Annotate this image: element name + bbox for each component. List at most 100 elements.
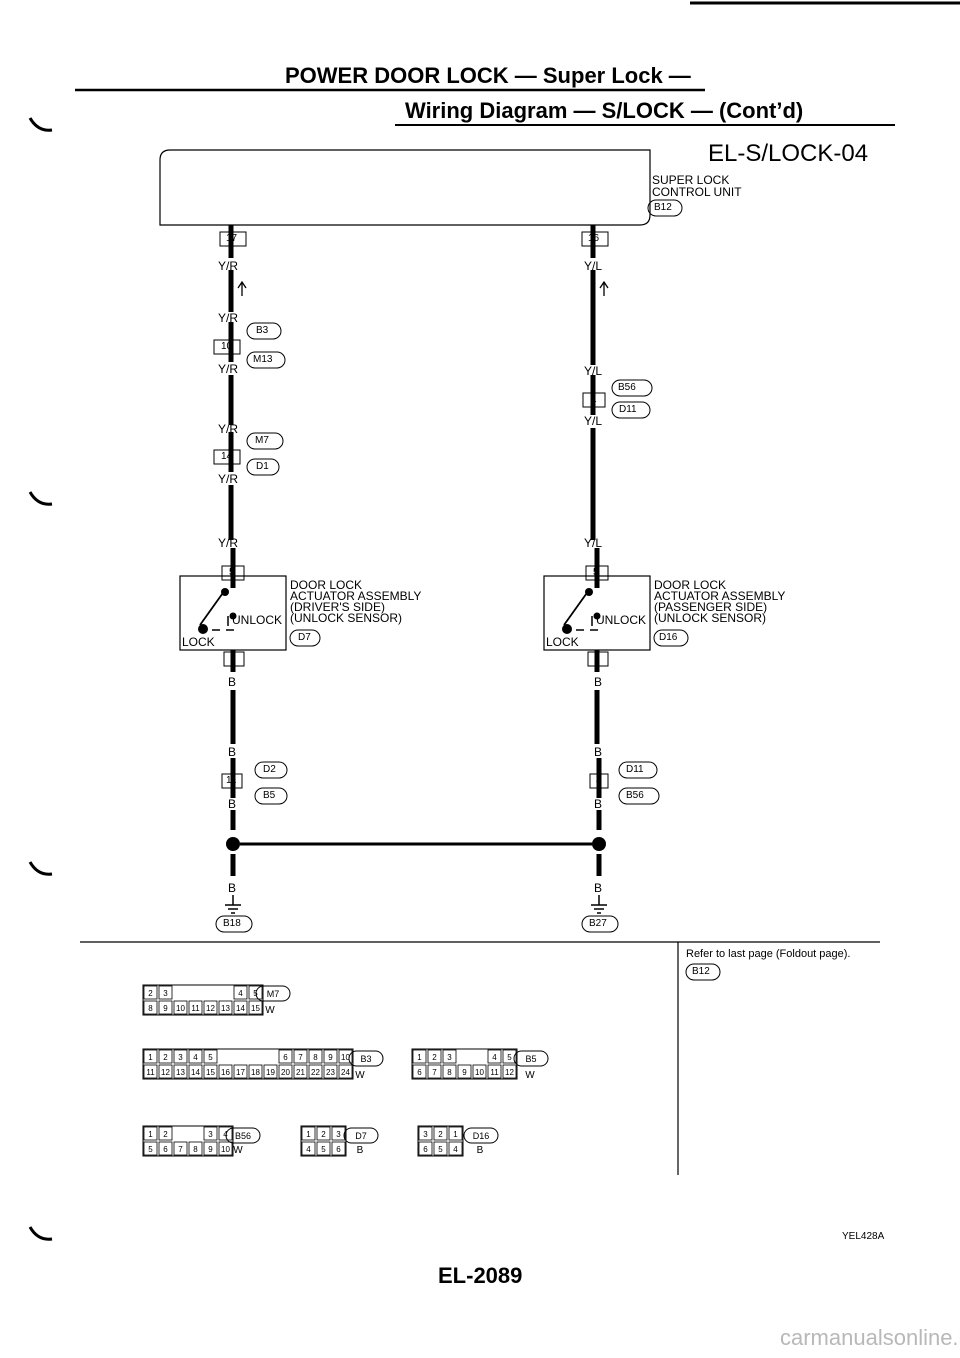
connector-b3-cell: [173, 1064, 188, 1079]
connector-b3-cell: [158, 1049, 173, 1064]
connector-b5-cell: [487, 1064, 502, 1079]
connector-b3-pin: 20: [281, 1068, 290, 1077]
connector-d7-pin: 5: [321, 1145, 326, 1154]
left-circuit-dots: [198, 588, 240, 851]
connector-b3-cell: [263, 1064, 278, 1079]
connector-d7-pin: 6: [336, 1145, 341, 1154]
connector-m7-face: [142, 984, 264, 1016]
left-conn3-wire-up: B: [228, 745, 237, 759]
connector-d7-pin: 2: [321, 1130, 326, 1139]
right-actuator-label-1: DOOR LOCK: [654, 578, 727, 592]
left-actuator-label-3: (DRIVER'S SIDE): [290, 600, 385, 614]
connector-b56-cell: [158, 1126, 173, 1141]
connector-b3-pin: 16: [221, 1068, 230, 1077]
connector-b3-cell: [323, 1049, 338, 1064]
connector-d16-pin: 3: [423, 1130, 428, 1139]
connector-d16-cell: [418, 1126, 433, 1141]
connector-d16-cell: [448, 1126, 463, 1141]
connector-b5-pin: 3: [447, 1053, 452, 1062]
connector-d16-pin: 5: [438, 1145, 443, 1154]
connector-m7-pin: 14: [236, 1004, 245, 1013]
connector-b56-id-oval: [225, 1127, 261, 1144]
page-subtitle: Wiring Diagram — S/LOCK — (Cont’d): [405, 98, 804, 123]
left-wire-pre-actuator: Y/R: [218, 536, 239, 550]
connector-m7-pin: 15: [251, 1004, 260, 1013]
connector-m7-cell: [233, 1000, 248, 1015]
left-conn2-wire-up: Y/R: [218, 422, 239, 436]
right-conn3-pin: 4: [596, 775, 602, 786]
left-conn3-wire-down: B: [228, 797, 237, 811]
connector-m7-id-oval: [255, 985, 291, 1002]
connector-b3-pin: 19: [266, 1068, 275, 1077]
connector-m7-cell: [248, 985, 263, 1000]
left-actuator-pin-top: 5: [229, 567, 235, 578]
connector-m7-pin: 3: [163, 989, 168, 998]
connector-b3-cell: [188, 1064, 203, 1079]
connector-b3-cell: [158, 1064, 173, 1079]
control-unit-box: [159, 149, 651, 226]
left-top-pin: 17: [226, 233, 238, 244]
connector-b56-cell: [218, 1126, 233, 1141]
connector-b3-cell: [338, 1049, 353, 1064]
connector-b3-cell: [338, 1064, 353, 1079]
connector-b5-pin: 11: [490, 1068, 499, 1077]
connector-b5-pin: 9: [462, 1068, 467, 1077]
right-circuit-dots: [562, 588, 606, 851]
connector-b3-cell: [143, 1049, 158, 1064]
connector-d7-pin: 3: [336, 1130, 341, 1139]
connector-b56-cell: [143, 1126, 158, 1141]
connector-b3-cell: [143, 1064, 158, 1079]
connector-b5-cell: [502, 1064, 517, 1079]
connector-d16-pin: 1: [453, 1130, 458, 1139]
right-conn3-down: B56: [626, 790, 644, 801]
connector-b5-cell: [487, 1049, 502, 1064]
connector-d16-cell: [418, 1141, 433, 1156]
left-conn2-down: D1: [256, 461, 269, 472]
connector-b3-color: W: [355, 1070, 365, 1081]
right-conn1-wire-down: Y/L: [584, 414, 603, 428]
connector-b56-pin: 7: [178, 1145, 183, 1154]
control-unit-label-1: SUPER LOCK: [652, 173, 730, 187]
connector-m7-cell: [203, 1000, 218, 1015]
connector-b3-pin: 23: [326, 1068, 335, 1077]
connector-b3-pin: 18: [251, 1068, 260, 1077]
connector-b3-cell: [233, 1064, 248, 1079]
connector-m7-cell: [143, 985, 158, 1000]
connector-b3-pin: 6: [283, 1053, 288, 1062]
left-conn3-up: D2: [263, 764, 276, 775]
connector-m7-pin: 10: [176, 1004, 185, 1013]
connector-b5-cell: [427, 1049, 442, 1064]
connector-b56-pin: 8: [193, 1145, 198, 1154]
right-unlock-dash: [576, 616, 598, 631]
connector-b3-pin: 3: [178, 1053, 183, 1062]
control-unit-label-2: CONTROL UNIT: [652, 185, 742, 199]
connector-b56-cell: [173, 1141, 188, 1156]
right-wire-ground: B: [594, 881, 603, 895]
connector-b3-pin: 15: [206, 1068, 215, 1077]
left-actuator-pin-bottom: 2: [230, 653, 236, 664]
connector-m7-pin: 4: [238, 989, 243, 998]
right-ground-connector: B27: [589, 918, 607, 929]
right-actuator-label-4: (UNLOCK SENSOR): [654, 611, 767, 625]
connector-b56-pin: 6: [163, 1145, 168, 1154]
connector-b3-cell: [308, 1049, 323, 1064]
connector-b3-pin: 22: [311, 1068, 320, 1077]
right-lock-label: LOCK: [546, 635, 579, 649]
connector-b3-pin: 21: [296, 1068, 305, 1077]
connector-b5-cell: [472, 1064, 487, 1079]
connector-d16-cell: [433, 1141, 448, 1156]
right-unlock-label: UNLOCK: [596, 613, 647, 627]
connector-b3-pin: 24: [341, 1068, 350, 1077]
connector-b3-pin: 2: [163, 1053, 168, 1062]
connector-b3-cell: [203, 1049, 218, 1064]
connector-b3-cell: [203, 1064, 218, 1079]
connector-d7-pin: 4: [306, 1145, 311, 1154]
right-actuator-pin-bottom: 2: [594, 653, 600, 664]
connector-b5-pin: 6: [417, 1068, 422, 1077]
connector-m7-pin: 8: [148, 1004, 153, 1013]
refer-note: Refer to last page (Foldout page).: [686, 948, 851, 960]
connector-d16-pin: 2: [438, 1130, 443, 1139]
connector-b3-pin: 12: [161, 1068, 170, 1077]
connector-d7-cell: [331, 1126, 346, 1141]
